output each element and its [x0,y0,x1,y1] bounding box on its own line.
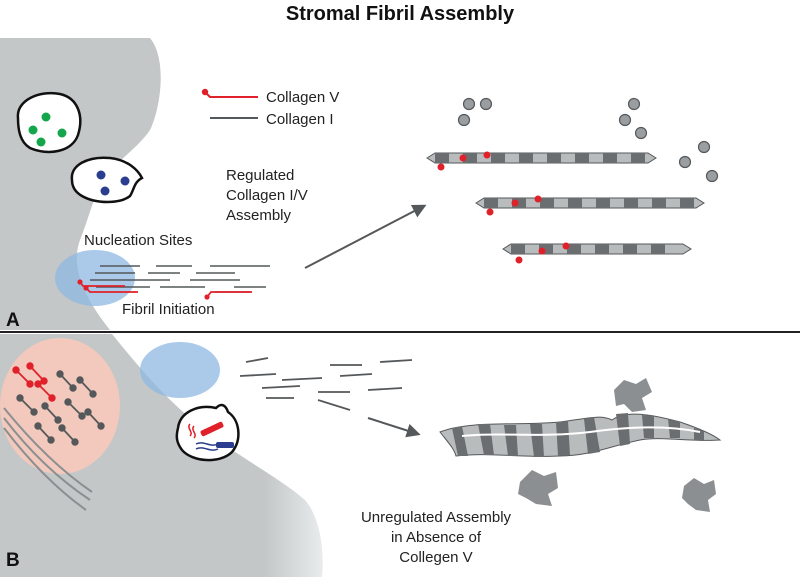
irregular-particles [518,378,716,512]
legend-collagen-v-dot [201,88,209,96]
regulated-fibril-1 [426,151,657,171]
unregulated-label-line-3: Collegen V [399,549,472,566]
vesicle-blue [70,156,144,204]
legend-collagen-i-label: Collagen I [266,111,334,128]
er-compartment [0,338,120,474]
er-collagen-v [12,362,56,402]
irregular-fibril [439,413,722,457]
nucleation-sites-label: Nucleation Sites [84,232,192,249]
panel-a-letter: A [6,310,20,331]
fibril-initiation-label: Fibril Initiation [122,301,215,318]
arrow-unregulated [367,417,421,438]
er-membranes [3,407,93,511]
figure-title: Stromal Fibril Assembly [286,3,515,25]
arrow-regulated [304,204,427,269]
regulated-label-line-2: Collagen I/V [226,187,308,204]
regulated-label-line-1: Regulated [226,167,294,184]
panel-b-letter: B [6,550,20,571]
proteoglycan-particles [457,97,719,183]
legend: Collagen V Collagen I [201,88,339,128]
nucleation-site-b [140,342,220,398]
legend-collagen-v-line [204,91,258,98]
unregulated-label-line-2: in Absence of [391,529,482,546]
regulated-label-line-3: Assembly [226,207,292,224]
unregulated-label-line-1: Unregulated Assembly [361,509,512,526]
regulated-fibril-2 [475,195,705,216]
legend-collagen-v-label: Collagen V [266,89,339,106]
nucleation-site-a [55,250,135,306]
regulated-fibril-3 [502,242,692,264]
collagen-v-initiation-dots [77,279,210,300]
unregulated-fragments [239,357,413,411]
vesicle-green [16,91,82,154]
er-collagen-i [16,370,105,446]
secretory-vesicle [175,403,240,462]
